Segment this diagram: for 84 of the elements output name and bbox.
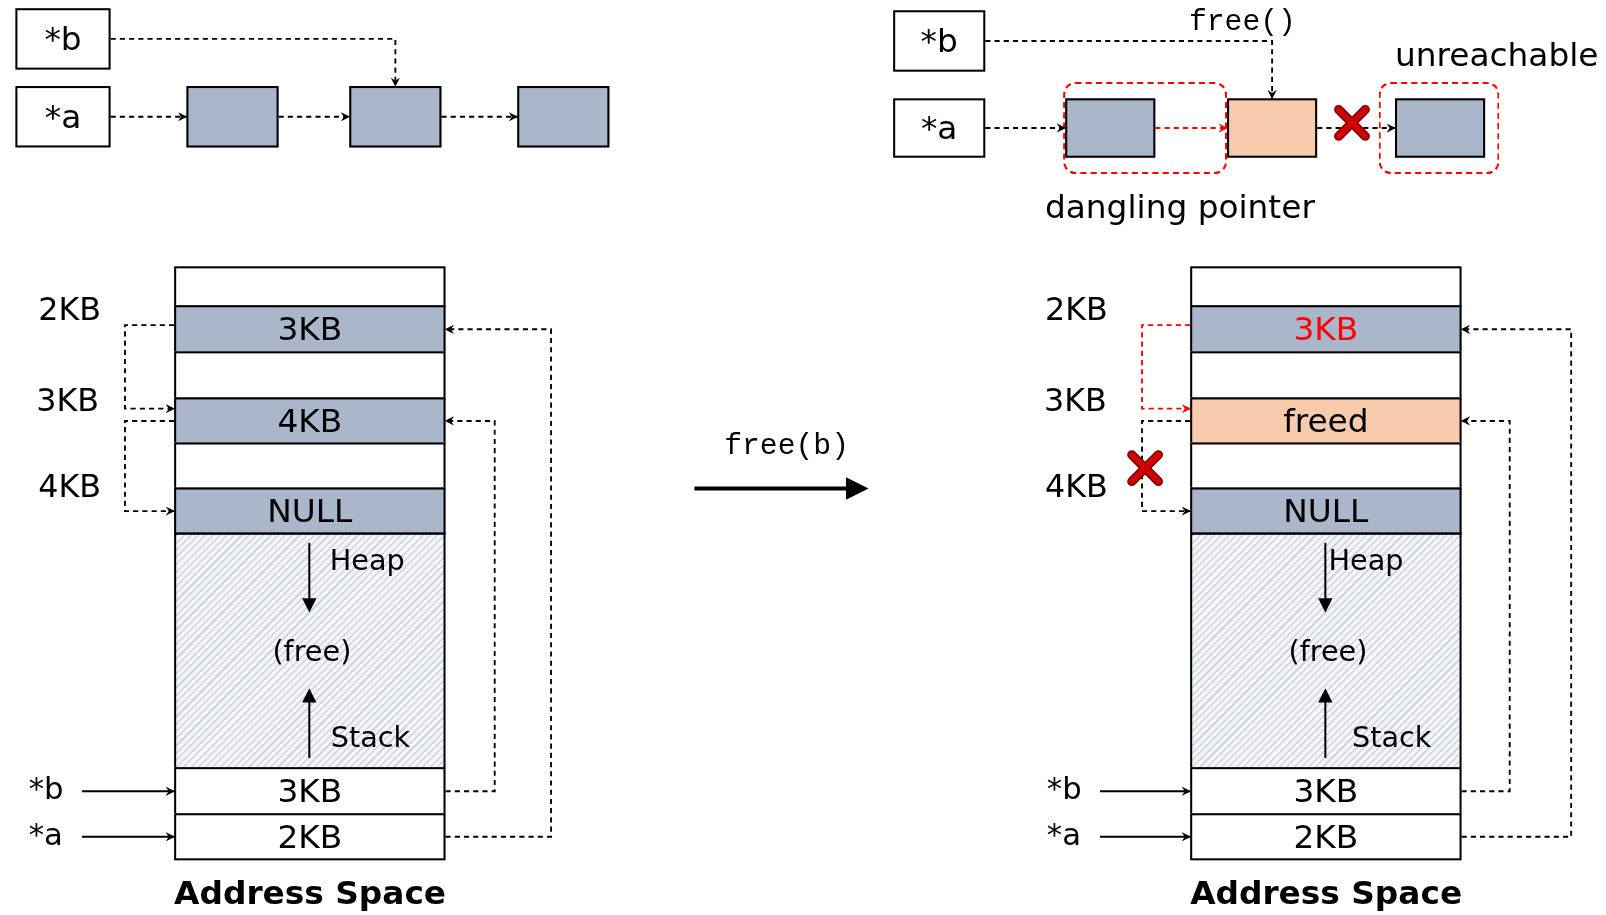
- memory-row: [174, 487, 446, 535]
- memory-row: [174, 767, 446, 816]
- node-label: 3KB: [277, 772, 343, 811]
- node-label: (free): [1287, 635, 1369, 668]
- arrow: [1460, 324, 1573, 838]
- arrow: [984, 40, 1277, 100]
- arrow: [1099, 832, 1192, 842]
- arrow: [444, 416, 496, 793]
- arrow: [277, 112, 351, 122]
- pointer-box: [15, 86, 111, 148]
- memory-row: [174, 266, 446, 308]
- arrow: [109, 112, 188, 122]
- pointer-label: *b: [28, 770, 64, 808]
- list-node-box: [349, 86, 442, 148]
- memory-row: [1190, 487, 1462, 535]
- arrow: [1460, 416, 1511, 793]
- arrow: [81, 786, 176, 796]
- node-label: *b: [44, 20, 82, 58]
- node-label: 3KB: [1293, 310, 1359, 349]
- memory-row: [174, 813, 446, 861]
- pointer-box: [15, 8, 111, 70]
- group-label: dangling pointer: [1043, 188, 1316, 227]
- panel-title: Address Space: [1190, 874, 1462, 913]
- node-label: Stack: [330, 721, 411, 755]
- node-label: Stack: [1352, 721, 1432, 755]
- operation-label: free(b): [723, 429, 850, 464]
- node-label: 3KB: [277, 310, 343, 349]
- pointer-box: [893, 10, 986, 72]
- arrow: [124, 324, 176, 414]
- node-label: 2KB: [1293, 817, 1359, 856]
- edge-label: free(): [1187, 5, 1297, 40]
- pointer-label: *a: [1046, 816, 1081, 854]
- free-region: [1190, 532, 1462, 770]
- node-label: Heap: [329, 544, 405, 578]
- node-label: Heap: [1328, 544, 1404, 578]
- node-label: *a: [44, 97, 82, 136]
- arrow: [1316, 123, 1396, 133]
- list-node-box: [1395, 98, 1486, 158]
- arrow: [1141, 420, 1192, 516]
- node-label: (free): [271, 635, 353, 668]
- arrow: [1141, 324, 1192, 414]
- arrow: [109, 38, 400, 87]
- memory-row: [1190, 351, 1462, 400]
- arrow: [440, 112, 519, 122]
- address-label: 4KB: [1044, 468, 1109, 505]
- address-label: 2KB: [37, 290, 103, 328]
- address-label: 3KB: [35, 382, 100, 419]
- pointer-label: *a: [28, 816, 63, 854]
- arrow: [81, 832, 176, 842]
- list-node-box: [517, 86, 610, 148]
- group-label: unreachable: [1395, 35, 1599, 74]
- node-label: 3KB: [1293, 772, 1359, 811]
- arrow: [984, 123, 1067, 133]
- memory-row: [1190, 813, 1462, 861]
- arrow: [1154, 123, 1228, 133]
- node-label: NULL: [1283, 492, 1369, 530]
- arrow: [124, 420, 176, 516]
- address-label: 2KB: [1044, 290, 1109, 328]
- list-node-box: [1227, 98, 1318, 158]
- memory-row: [174, 351, 446, 400]
- memory-row: [1190, 442, 1462, 490]
- memory-row: [174, 305, 446, 354]
- pointer-label: *b: [1046, 770, 1082, 808]
- node-label: 2KB: [277, 817, 343, 856]
- panel-title: Address Space: [174, 874, 446, 913]
- address-label: 4KB: [37, 468, 103, 505]
- node-label: 4KB: [277, 402, 343, 440]
- arrow: [1099, 786, 1192, 796]
- free-region: [174, 532, 446, 770]
- memory-row: [1190, 397, 1462, 445]
- address-label: 3KB: [1043, 382, 1108, 419]
- node-label: freed: [1283, 402, 1369, 440]
- memory-row: [1190, 305, 1462, 354]
- list-node-box: [186, 86, 279, 148]
- list-node-box: [1065, 98, 1156, 158]
- memory-row: [174, 397, 446, 445]
- node-label: *b: [920, 22, 958, 60]
- node-label: NULL: [267, 492, 353, 530]
- arrow: [444, 324, 552, 838]
- node-label: *a: [920, 109, 958, 147]
- memory-row: [174, 442, 446, 490]
- pointer-box: [893, 98, 986, 158]
- memory-row: [1190, 767, 1462, 816]
- memory-row: [1190, 266, 1462, 308]
